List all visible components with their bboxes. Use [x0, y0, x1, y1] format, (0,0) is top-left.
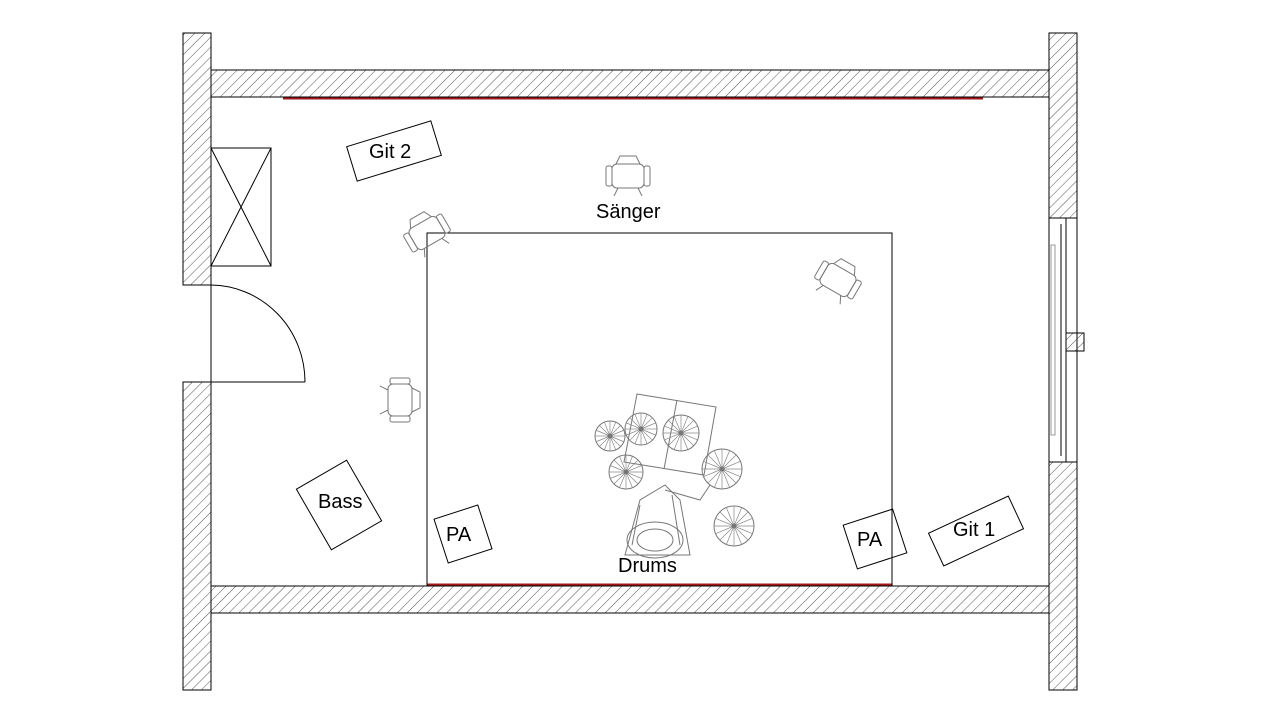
- chair-icon: [379, 377, 421, 423]
- pa-left: PA: [433, 504, 493, 564]
- chair-icon: [814, 258, 862, 305]
- cabinet: [210, 147, 272, 267]
- cymbal-icon: [624, 412, 658, 446]
- wall-right-upper: [1048, 32, 1078, 219]
- label-git1: Git 1: [953, 519, 995, 541]
- cymbal-icon: [662, 414, 700, 452]
- walls: [182, 32, 1078, 691]
- cymbal-icon: [608, 454, 644, 490]
- cymbal-icon: [713, 505, 755, 547]
- wall-left-lower: [182, 381, 212, 691]
- cymbal-icon: [701, 448, 743, 490]
- chair-icon: [605, 155, 651, 197]
- drum-kit: [594, 412, 755, 547]
- wall-left-upper: [182, 32, 212, 286]
- wall-top: [210, 69, 1050, 98]
- cymbal-icon: [594, 420, 626, 452]
- pa-right: PA: [842, 508, 908, 570]
- label-drums: Drums: [618, 555, 677, 577]
- chair-icon: [403, 211, 451, 258]
- chairs: [379, 155, 862, 423]
- bass-amp: Bass: [295, 459, 383, 551]
- label-git2: Git 2: [369, 141, 411, 163]
- label-pa-right: PA: [857, 529, 883, 551]
- wall-right-lower: [1048, 461, 1078, 691]
- label-bass: Bass: [318, 491, 362, 513]
- drum-riser: [623, 393, 717, 476]
- drummer: [624, 484, 711, 559]
- wall-bottom: [210, 585, 1050, 614]
- door: [183, 284, 306, 383]
- label-pa-left: PA: [446, 524, 472, 546]
- git1-amp: Git 1: [927, 495, 1025, 567]
- window-right: [1048, 217, 1085, 463]
- git2-amp: Git 2: [346, 120, 442, 182]
- label-saenger: Sänger: [596, 201, 661, 223]
- stage: [426, 232, 893, 587]
